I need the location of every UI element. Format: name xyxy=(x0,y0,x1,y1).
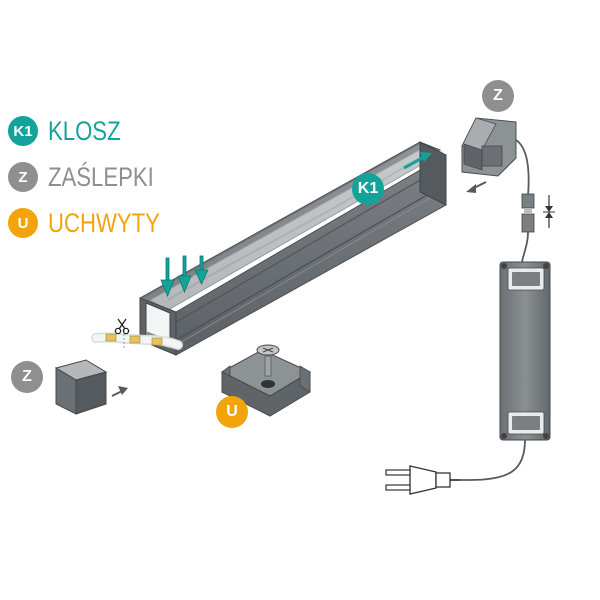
u-badge-icon: U xyxy=(8,208,38,238)
connector xyxy=(521,193,535,233)
power-supply xyxy=(499,261,551,441)
legend: K1 KLOSZ Z ZAŚLEPKI U UCHWYTY xyxy=(8,108,185,246)
end-cap-left-arrow-icon xyxy=(111,386,128,397)
screw-icon xyxy=(256,344,280,377)
legend-label-zaslepki: ZAŚLEPKI xyxy=(48,161,154,192)
scissors-icon xyxy=(114,318,130,335)
insert-arrow-icon xyxy=(160,255,209,298)
cable xyxy=(515,139,530,197)
connect-arrow-icon xyxy=(543,195,555,228)
k1-badge-icon: K1 xyxy=(8,116,38,146)
led-chip xyxy=(151,337,163,346)
z-callout-top: Z xyxy=(482,80,514,112)
legend-row-uchwyty: U UCHWYTY xyxy=(8,200,185,246)
u-callout: U xyxy=(216,396,248,428)
led-strip xyxy=(91,326,183,350)
end-cap-left xyxy=(54,359,108,415)
z-badge-icon: Z xyxy=(8,162,38,192)
end-cap-right xyxy=(461,117,517,177)
k1-callout: K1 xyxy=(352,173,384,205)
mains-cable xyxy=(436,439,526,481)
led-chip xyxy=(129,335,141,344)
led-chip xyxy=(105,333,117,342)
end-cap-arrow-icon xyxy=(466,181,487,193)
legend-row-zaslepki: Z ZAŚLEPKI xyxy=(8,154,185,200)
legend-label-uchwyty: UCHWYTY xyxy=(48,207,160,238)
aluminium-profile xyxy=(138,141,447,356)
legend-row-klosz: K1 KLOSZ xyxy=(8,108,185,154)
cable xyxy=(521,231,529,263)
plug-icon xyxy=(385,465,460,495)
z-callout-left: Z xyxy=(11,361,43,393)
legend-label-klosz: KLOSZ xyxy=(48,115,121,146)
slide-arrow-icon xyxy=(403,152,432,170)
